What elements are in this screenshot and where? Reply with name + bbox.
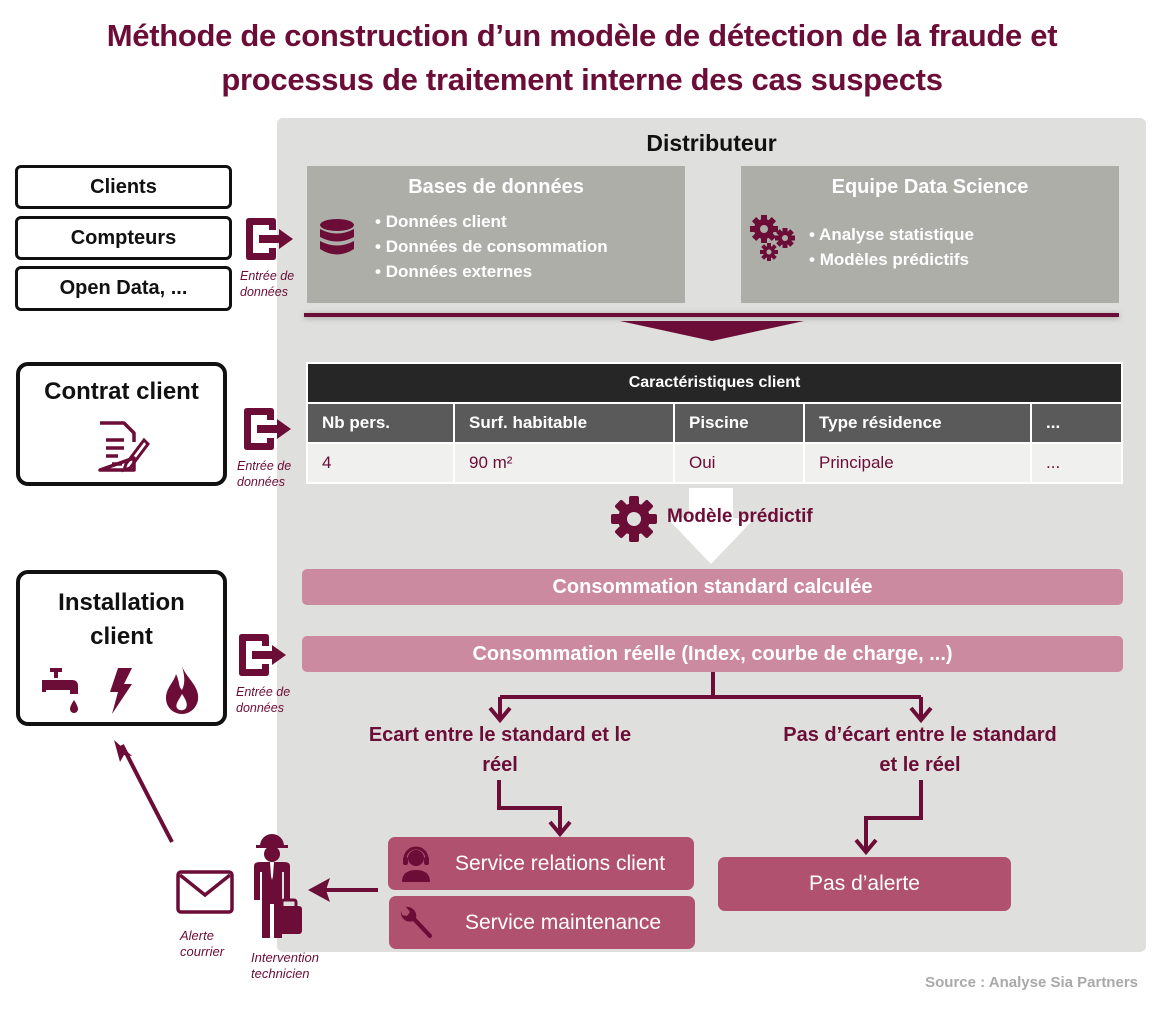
standard-consumption-bar: Consommation standard calculée: [302, 569, 1123, 605]
table-header-row: Nb pers. Surf. habitable Piscine Type ré…: [306, 402, 1123, 444]
gap-branch-label: Ecart entre le standard et le réel: [368, 724, 632, 776]
real-consumption-bar: Consommation réelle (Index, courbe de ch…: [302, 636, 1123, 672]
flame-icon: [166, 666, 199, 714]
mail-alert-label: Alerte courrier: [180, 928, 225, 959]
column-header: ...: [1030, 402, 1123, 444]
data-science-box: Equipe Data Science Analyse statistique …: [741, 166, 1119, 303]
list-item: Analyse statistique: [809, 222, 974, 247]
technician-icon: [254, 834, 302, 938]
page-title: Méthode de construction d’un modèle de d…: [0, 14, 1164, 102]
maintenance-box: Service maintenance: [389, 896, 695, 949]
water-tap-icon: [42, 668, 78, 713]
list-item: Données client: [375, 209, 608, 234]
headset-agent-icon: [402, 846, 430, 882]
no-alert-box: Pas d’alerte: [718, 857, 1011, 911]
source-clients: Clients: [15, 165, 232, 209]
source-compteurs: Compteurs: [15, 216, 232, 260]
table-row: 4 90 m² Oui Principale ...: [306, 442, 1123, 484]
databases-title: Bases de données: [408, 176, 584, 198]
data-entry-icon: [246, 218, 293, 260]
list-item: Données externes: [375, 259, 608, 284]
table-cell: Oui: [673, 442, 805, 484]
maintenance-label: Service maintenance: [464, 911, 662, 934]
data-science-title: Equipe Data Science: [831, 176, 1029, 198]
customer-service-label: Service relations client: [454, 852, 666, 875]
data-entry-label: Entrée de données: [236, 685, 291, 715]
column-header: Surf. habitable: [453, 402, 675, 444]
table-caption: Caractéristiques client: [306, 362, 1123, 404]
wrench-icon: [400, 906, 433, 939]
merge-line: [304, 313, 1119, 317]
white-down-arrow-icon: [667, 488, 755, 564]
column-header: Piscine: [673, 402, 805, 444]
lightning-icon: [110, 668, 132, 714]
installation-box: Installation client: [16, 570, 227, 726]
contract-box: Contrat client: [16, 362, 227, 486]
table-cell: 4: [306, 442, 455, 484]
title-line-2: processus de traitement interne des cas …: [221, 62, 943, 97]
column-header: Type résidence: [803, 402, 1032, 444]
source-open-data: Open Data, ...: [15, 266, 232, 311]
title-line-1: Méthode de construction d’un modèle de d…: [106, 18, 1058, 53]
data-entry-label: Entrée de données: [237, 459, 292, 489]
list-item: Modèles prédictifs: [809, 247, 974, 272]
technician-label: Intervention technicien: [251, 950, 319, 981]
distributor-title: Distributeur: [646, 130, 777, 156]
list-item: Données de consommation: [375, 234, 608, 259]
source-note: Source : Analyse Sia Partners: [925, 974, 1138, 991]
column-header: Nb pers.: [306, 402, 455, 444]
customer-service-box: Service relations client: [388, 837, 694, 890]
data-science-list: Analyse statistique Modèles prédictifs: [809, 222, 974, 272]
installation-title-2: client: [90, 623, 153, 650]
installation-title-1: Installation: [58, 589, 185, 616]
contract-document-icon: [98, 421, 150, 473]
no-gap-branch-label: Pas d’écart entre le standard et le réel: [783, 724, 1057, 776]
data-entry-label: Entrée de données: [240, 269, 295, 299]
table-cell: Principale: [803, 442, 1032, 484]
gear-icon: [611, 496, 657, 542]
client-characteristics-table: Caractéristiques client Nb pers. Surf. h…: [306, 362, 1123, 484]
data-entry-icon: [244, 408, 291, 450]
databases-box: Bases de données Données client Données …: [307, 166, 685, 303]
table-cell: 90 m²: [453, 442, 675, 484]
down-arrow-icon: [620, 321, 804, 341]
databases-list: Données client Données de consommation D…: [375, 209, 608, 284]
data-entry-icon: [239, 634, 286, 676]
contract-title: Contrat client: [44, 378, 199, 405]
model-label: Modèle prédictif: [667, 506, 813, 527]
gears-icon: [750, 215, 795, 261]
database-icon: [320, 219, 354, 255]
mail-envelope-icon: [176, 870, 234, 914]
table-cell: ...: [1030, 442, 1123, 484]
